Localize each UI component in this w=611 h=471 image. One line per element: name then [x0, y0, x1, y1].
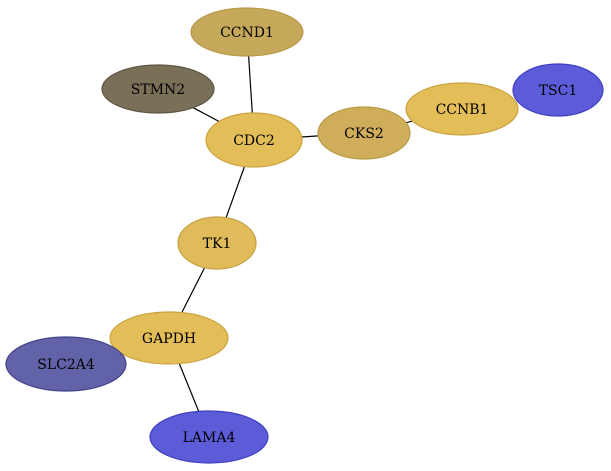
node-ccnd1[interactable]: CCND1	[190, 7, 304, 57]
node-shape-lama4	[149, 410, 269, 464]
node-label-lama4: LAMA4	[183, 430, 236, 446]
edge-cks2-ccnb1	[406, 120, 413, 124]
node-tk1[interactable]: TK1	[177, 216, 257, 270]
node-slc2a4[interactable]: SLC2A4	[5, 336, 127, 392]
node-tsc1[interactable]: TSC1	[512, 63, 604, 117]
node-label-tsc1: TSC1	[539, 83, 578, 99]
node-shape-cdc2	[205, 112, 303, 168]
node-shape-slc2a4	[5, 336, 127, 392]
node-label-cks2: CKS2	[344, 126, 384, 142]
edges-layer	[178, 55, 413, 412]
edge-gapdh-lama4	[178, 363, 200, 412]
node-label-ccnd1: CCND1	[220, 25, 274, 41]
edge-ccnd1-cdc2	[248, 55, 253, 114]
node-shape-tsc1	[512, 63, 604, 117]
node-label-tk1: TK1	[203, 236, 232, 252]
edge-cdc2-tk1	[225, 166, 246, 218]
node-shape-cks2	[317, 106, 411, 160]
node-label-gapdh: GAPDH	[142, 331, 196, 347]
edge-cdc2-cks2	[301, 135, 319, 138]
edge-tk1-gapdh	[181, 267, 206, 313]
node-gapdh[interactable]: GAPDH	[109, 311, 229, 365]
node-shape-gapdh	[109, 311, 229, 365]
node-label-stmn2: STMN2	[131, 82, 185, 98]
node-cdc2[interactable]: CDC2	[205, 112, 303, 168]
node-lama4[interactable]: LAMA4	[149, 410, 269, 464]
node-ccnb1[interactable]: CCNB1	[405, 82, 519, 136]
node-shape-tk1	[177, 216, 257, 270]
node-stmn2[interactable]: STMN2	[101, 64, 215, 114]
node-shape-stmn2	[101, 64, 215, 114]
node-shape-ccnd1	[190, 7, 304, 57]
node-label-ccnb1: CCNB1	[436, 102, 489, 118]
edge-stmn2-cdc2	[192, 107, 220, 123]
node-label-slc2a4: SLC2A4	[37, 357, 95, 373]
node-label-cdc2: CDC2	[233, 133, 275, 149]
node-shape-ccnb1	[405, 82, 519, 136]
node-cks2[interactable]: CKS2	[317, 106, 411, 160]
